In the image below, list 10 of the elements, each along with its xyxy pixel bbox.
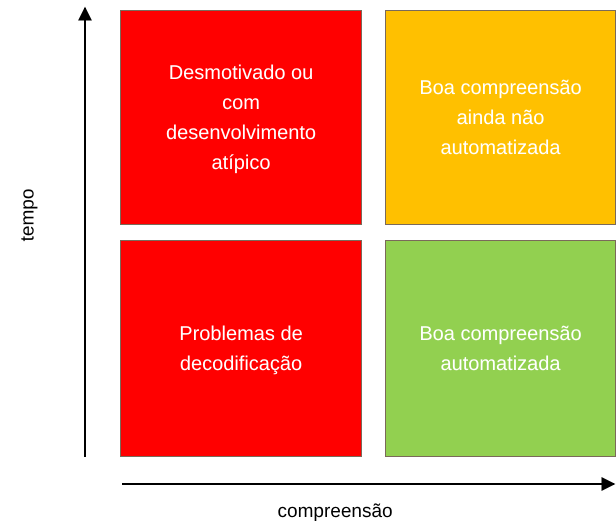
quadrant-label: Problemas de decodificação — [178, 322, 304, 376]
quadrant-box — [120, 240, 362, 457]
quadrant-label: Boa compreensão ainda não automatizada — [418, 76, 583, 160]
quadrant-box — [385, 240, 616, 457]
quadrant-label: Desmotivado ou com desenvolvimento atípico — [164, 60, 318, 176]
y-axis-label: tempo — [16, 188, 39, 242]
quadrant-box — [385, 10, 616, 225]
x-axis-label: compreensão — [278, 501, 393, 523]
quadrant-box — [120, 10, 362, 225]
quadrant-label: Boa compreensão automatizada — [418, 322, 583, 376]
